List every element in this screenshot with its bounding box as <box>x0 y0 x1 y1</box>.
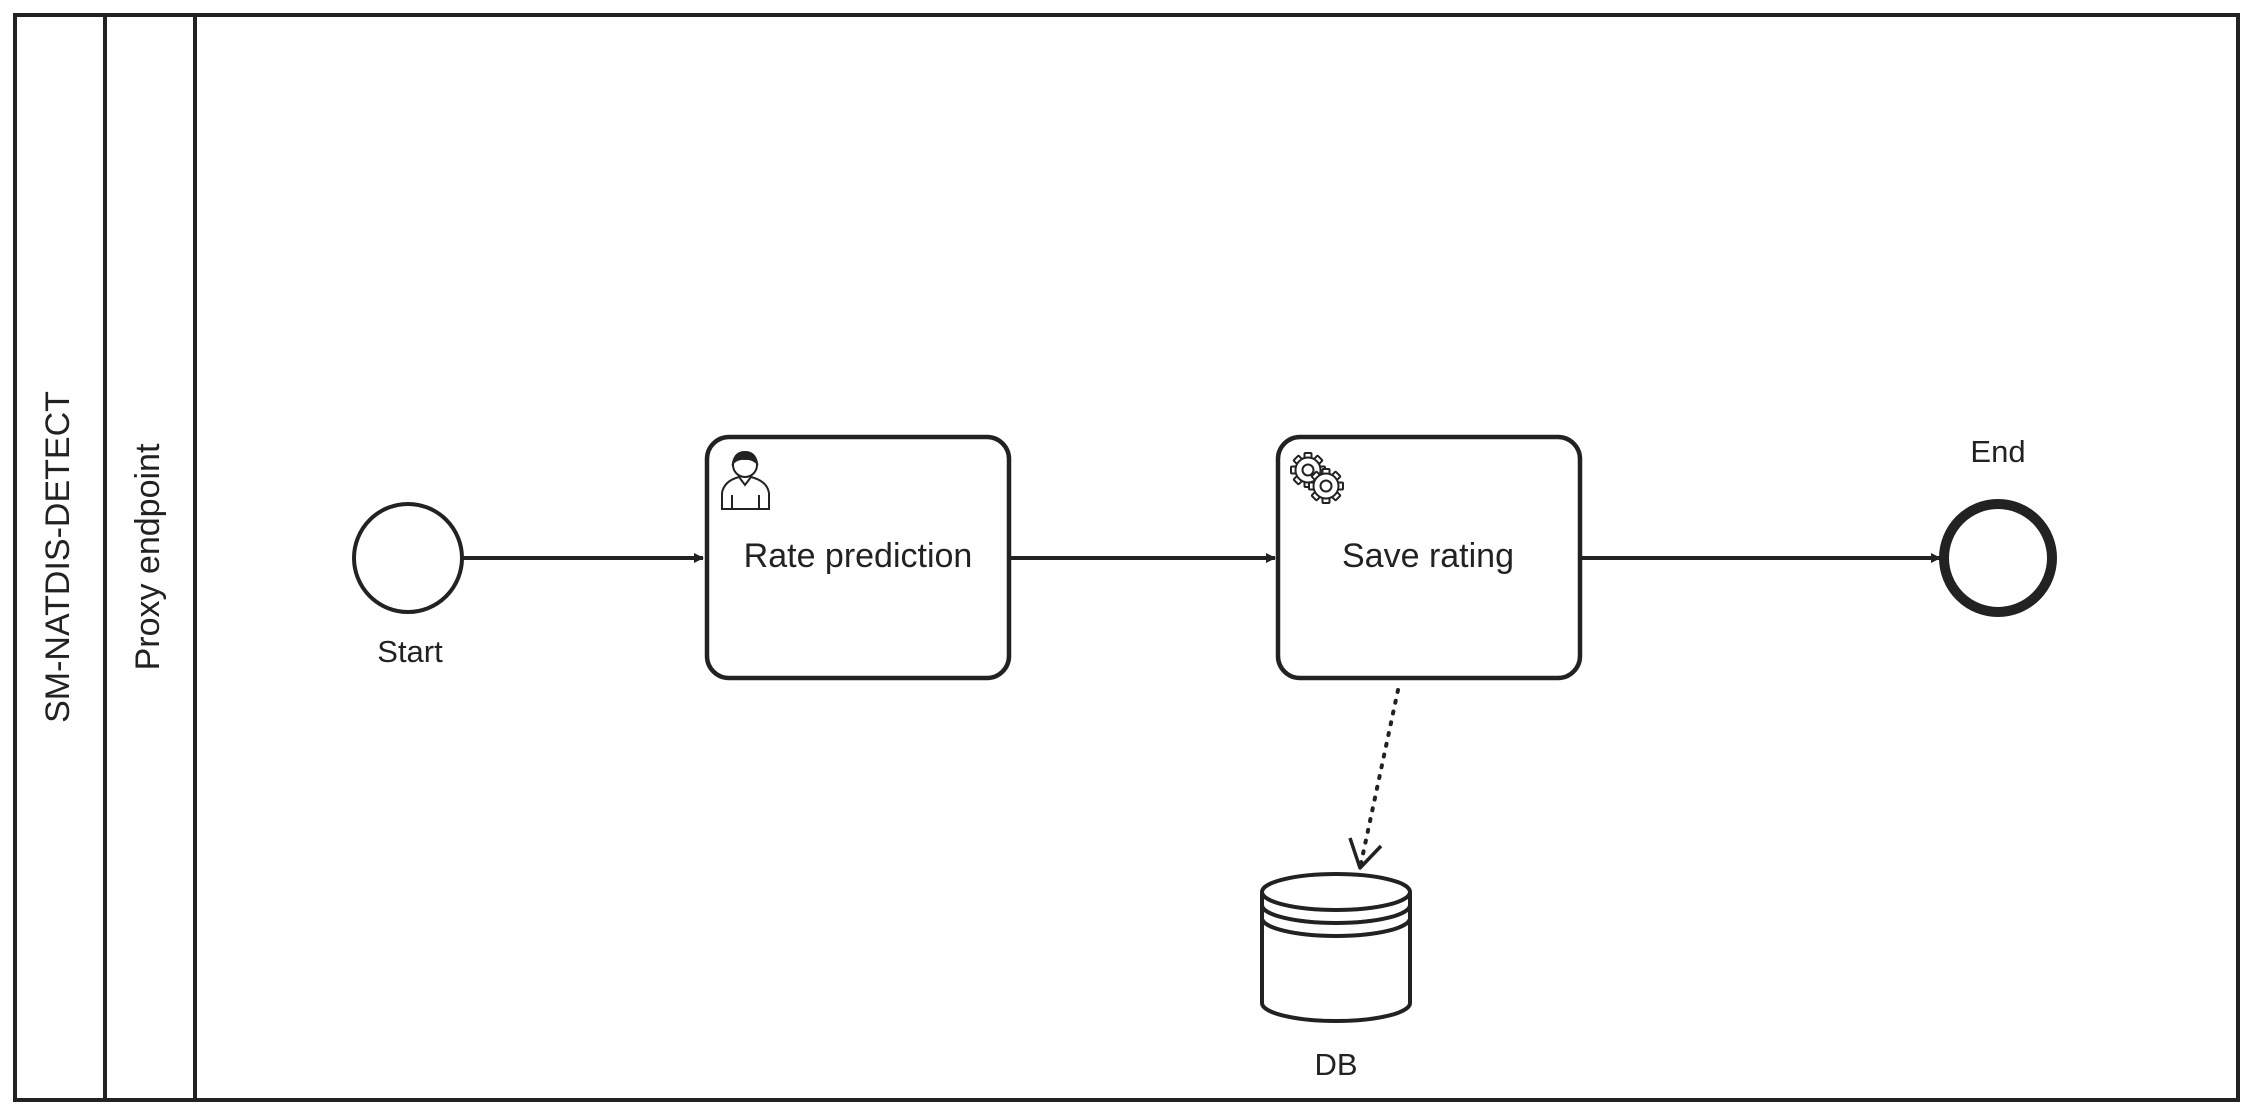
data-store-label: DB <box>1314 1047 1357 1082</box>
gear-icon <box>1290 452 1344 504</box>
task-rate-prediction[interactable]: Rate prediction <box>704 434 1012 681</box>
task-save-rating[interactable]: Save rating <box>1275 434 1583 681</box>
database-icon <box>1260 872 1412 1023</box>
task-save-rating-box <box>1275 434 1583 681</box>
lane-proxy-endpoint[interactable]: Proxy endpoint <box>129 15 197 1100</box>
data-store-db[interactable]: DB <box>1260 872 1412 1082</box>
start-event-circle <box>352 502 464 614</box>
user-icon <box>721 450 770 510</box>
lane-label: Proxy endpoint <box>129 443 167 670</box>
end-event-circle <box>1939 499 2057 617</box>
start-event[interactable]: Start <box>352 502 464 669</box>
task-rate-prediction-box <box>704 434 1012 681</box>
pool-label: SM-NATDIS-DETECT <box>39 391 77 723</box>
task-save-rating-label: Save rating <box>1342 537 1514 575</box>
data-association-save-to-db[interactable] <box>1348 688 1400 870</box>
end-event[interactable]: End <box>1939 434 2057 617</box>
end-event-label: End <box>1970 434 2025 469</box>
task-rate-prediction-label: Rate prediction <box>744 537 973 575</box>
start-event-label: Start <box>377 634 443 669</box>
